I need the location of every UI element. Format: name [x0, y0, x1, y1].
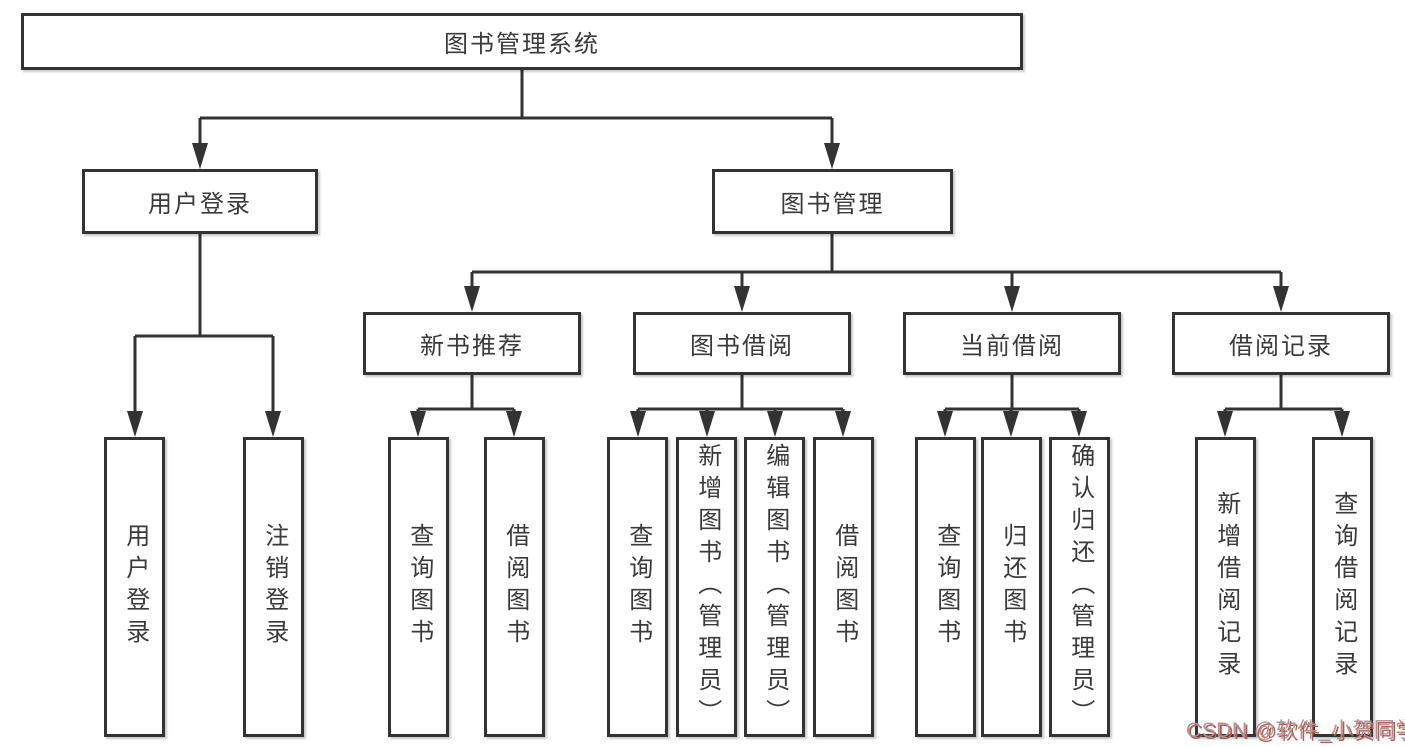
leaf-label: 查询图书 — [624, 523, 652, 651]
node-borrow-records: 借阅记录 — [1172, 312, 1390, 375]
leaf-label: 新增图书（管理员） — [693, 443, 721, 731]
leaf-query-books-recommend: 查询图书 — [388, 437, 449, 737]
leaf-query-borrow-record: 查询借阅记录 — [1312, 437, 1373, 737]
leaf-label: 查询图书 — [932, 523, 960, 651]
leaf-label: 编辑图书（管理员） — [761, 443, 789, 731]
node-label: 图书管理 — [780, 191, 885, 218]
node-new-book-recommend: 新书推荐 — [363, 312, 581, 375]
leaf-label: 新增借阅记录 — [1212, 491, 1240, 683]
leaf-label: 借阅图书 — [501, 523, 529, 651]
leaf-label: 确认归还（管理员） — [1066, 443, 1094, 731]
node-book-management: 图书管理 — [712, 169, 953, 234]
node-label: 图书管理系统 — [444, 31, 600, 58]
leaf-label: 查询图书 — [405, 523, 433, 651]
leaf-add-books-admin: 新增图书（管理员） — [676, 437, 737, 737]
leaf-user-login: 用户登录 — [104, 437, 165, 737]
node-label: 用户登录 — [148, 191, 252, 218]
node-label: 当前借阅 — [960, 333, 1064, 360]
leaf-label: 查询借阅记录 — [1329, 491, 1357, 683]
leaf-label: 归还图书 — [998, 523, 1026, 651]
leaf-edit-books-admin: 编辑图书（管理员） — [744, 437, 805, 737]
node-current-borrow: 当前借阅 — [903, 312, 1121, 375]
leaf-return-books: 归还图书 — [981, 437, 1042, 737]
arrowheads — [127, 143, 1350, 437]
leaf-logout: 注销登录 — [243, 437, 304, 737]
leaf-label: 用户登录 — [121, 523, 149, 651]
leaf-label: 注销登录 — [260, 523, 288, 651]
node-user-login: 用户登录 — [82, 169, 318, 234]
node-label: 新书推荐 — [420, 333, 524, 360]
node-label: 借阅记录 — [1229, 333, 1333, 360]
watermark: CSDN @软件_小贺同学 — [1186, 719, 1405, 742]
leaf-confirm-return-admin: 确认归还（管理员） — [1049, 437, 1110, 737]
node-library-management-system: 图书管理系统 — [21, 13, 1023, 70]
leaf-label: 借阅图书 — [830, 523, 858, 651]
leaf-borrow-books: 借阅图书 — [813, 437, 874, 737]
node-label: 图书借阅 — [690, 333, 794, 360]
node-book-borrow: 图书借阅 — [633, 312, 851, 375]
leaf-query-books-current: 查询图书 — [915, 437, 976, 737]
leaf-query-books-borrow: 查询图书 — [607, 437, 668, 737]
leaf-borrow-books-recommend: 借阅图书 — [484, 437, 545, 737]
leaf-add-borrow-record: 新增借阅记录 — [1195, 437, 1256, 737]
